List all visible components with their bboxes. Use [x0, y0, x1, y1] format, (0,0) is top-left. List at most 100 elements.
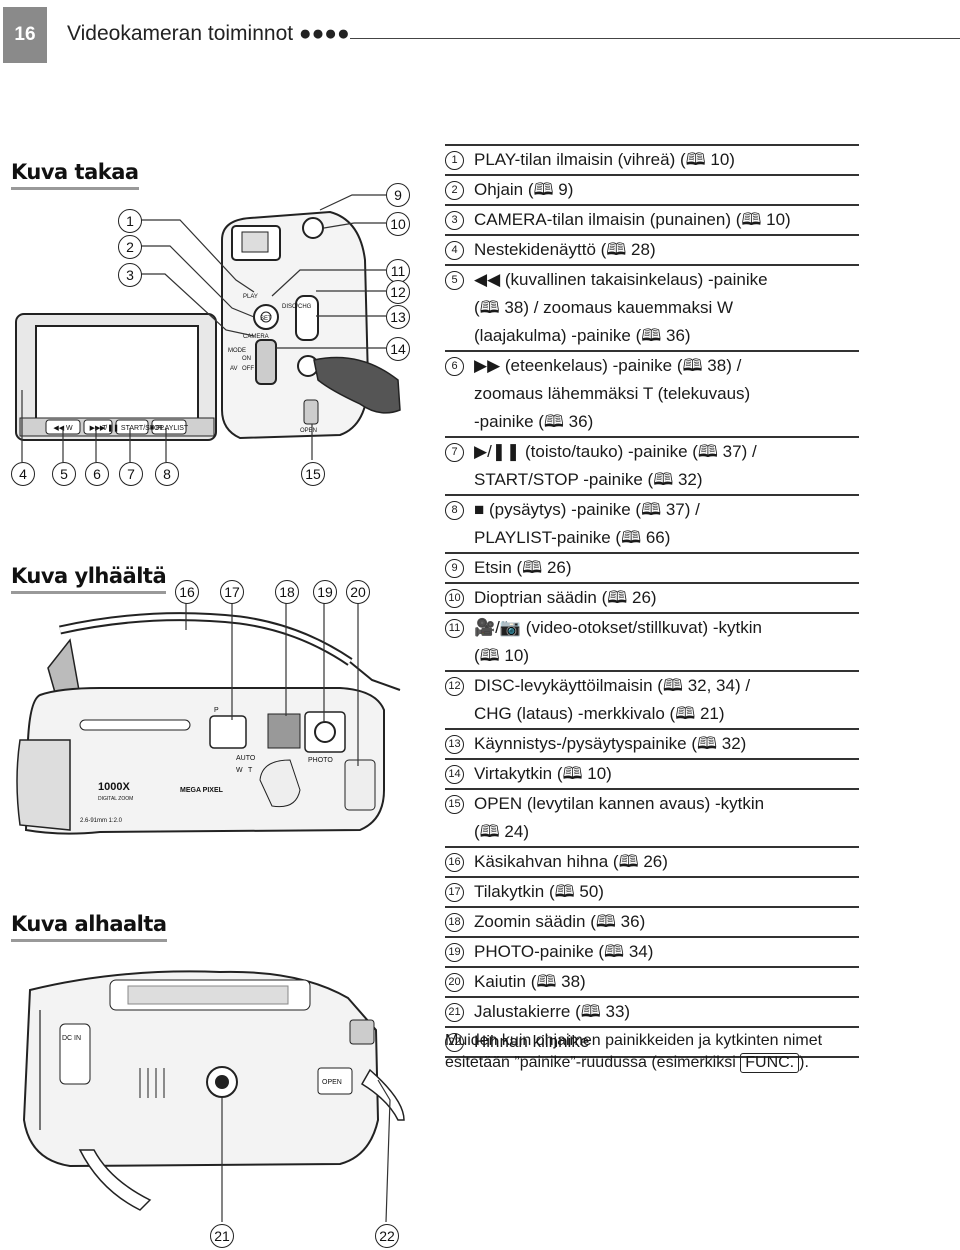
part-number: 16: [445, 853, 464, 872]
callout-19: 19: [313, 580, 337, 604]
callout-17: 17: [220, 580, 244, 604]
view-label-bottom: Kuva alhaalta: [11, 912, 167, 942]
part-label: Dioptrian säädin (🕮 26): [474, 588, 657, 607]
callout-2: 2: [118, 235, 142, 259]
part-number: 18: [445, 913, 464, 932]
part-label: (laajakulma) -painike (🕮 36): [474, 326, 691, 345]
part-label: OPEN (levytilan kannen avaus) -kytkin: [474, 794, 765, 813]
callout-15: 15: [301, 462, 325, 486]
callout-7: 7: [119, 462, 143, 486]
view-label-back: Kuva takaa: [11, 160, 139, 190]
label-on: ON: [242, 356, 251, 362]
part-item-continuation: (🕮 24): [445, 818, 859, 848]
part-label: Käynnistys-/pysäytyspainike (🕮 32): [474, 734, 747, 753]
part-label: zoomaus lähemmäksi T (telekuvaus): [474, 384, 751, 403]
part-number: 22: [445, 1033, 464, 1052]
camera-top-illustration: AUTO P W T PHOTO 1000X DIGITAL ZOOM 2.6-…: [16, 602, 401, 835]
label-disc-chg: DISC/CHG: [282, 304, 312, 310]
part-number: 10: [445, 589, 464, 608]
part-item-continuation: (🕮 10): [445, 642, 859, 672]
part-item: 22 Hihnan kiinnike: [445, 1028, 859, 1058]
label-t: T: [248, 767, 253, 774]
callout-1: 1: [118, 209, 142, 233]
callout-5: 5: [52, 462, 76, 486]
part-label: PLAYLIST-painike (🕮 66): [474, 528, 671, 547]
part-label: ■ (pysäytys) -painike (🕮 37) /: [474, 500, 700, 519]
part-label: Hihnan kiinnike: [474, 1032, 590, 1051]
callout-18: 18: [275, 580, 299, 604]
label-digital-zoom: DIGITAL ZOOM: [98, 796, 133, 802]
label-dc-in: DC IN: [62, 1035, 81, 1042]
label-av: AV: [230, 366, 238, 372]
label-lens-spec: 2.6-91mm 1:2.0: [80, 818, 123, 824]
camera-back-illustration: ◀◀ W ▶▶ T ▶/❚❚ START/STOP ■ PLAYLIST PLA…: [15, 194, 401, 462]
part-label: ◀◀ (kuvallinen takaisinkelaus) -painike: [474, 270, 768, 289]
part-item: 6▶▶ (eteenkelaus) -painike (🕮 38) /: [445, 352, 859, 380]
label-w: W: [236, 767, 243, 774]
part-item-continuation: START/STOP -painike (🕮 32): [445, 466, 859, 496]
part-item-continuation: CHG (lataus) -merkkivalo (🕮 21): [445, 700, 859, 730]
part-number: 7: [445, 443, 464, 462]
callout-10: 10: [386, 212, 410, 236]
part-label: (🕮 10): [474, 646, 529, 665]
part-item-continuation: (🕮 38) / zoomaus kauemmaksi W: [445, 294, 859, 322]
part-label: 🎥/📷 (video-otokset/stillkuvat) -kytkin: [474, 618, 762, 637]
label-camera: CAMERA: [243, 334, 269, 340]
part-item-continuation: zoomaus lähemmäksi T (telekuvaus): [445, 380, 859, 408]
callout-16: 16: [175, 580, 199, 604]
footnote-text-end: ).: [799, 1054, 809, 1071]
camera-bottom-illustration: DC IN OPEN: [22, 970, 405, 1223]
part-label: Virtakytkin (🕮 10): [474, 764, 612, 783]
label-1000x: 1000X: [98, 781, 130, 793]
lcd-button-startstop-label: ▶/❚❚ START/STOP: [100, 424, 165, 432]
part-label: CAMERA-tilan ilmaisin (punainen) (🕮 10): [474, 210, 791, 229]
label-mega-pixel: MEGA PIXEL: [180, 787, 224, 794]
part-label: PHOTO-painike (🕮 34): [474, 942, 654, 961]
part-number: 1: [445, 151, 464, 170]
callout-21: 21: [210, 1224, 234, 1248]
callout-14: 14: [386, 337, 410, 361]
part-number: 13: [445, 735, 464, 754]
part-number: 6: [445, 357, 464, 376]
chapter-title: Videokameran toiminnot ●●●●: [67, 22, 350, 45]
func-button-example: FUNC.: [740, 1053, 800, 1073]
part-item-continuation: -painike (🕮 36): [445, 408, 859, 438]
page-number-tab: 16: [3, 7, 47, 63]
part-number: 9: [445, 559, 464, 578]
part-item: 8 ■ (pysäytys) -painike (🕮 37) /: [445, 496, 859, 524]
label-play: PLAY: [243, 294, 258, 300]
lcd-button-playlist-label: ■ PLAYLIST: [150, 425, 189, 432]
part-number: 21: [445, 1003, 464, 1022]
part-item-continuation: (laajakulma) -painike (🕮 36): [445, 322, 859, 352]
part-label: (🕮 24): [474, 822, 529, 841]
label-off: OFF: [242, 366, 254, 372]
callout-3: 3: [118, 263, 142, 287]
view-label-top: Kuva ylhäältä: [11, 564, 167, 594]
callout-4: 4: [11, 462, 35, 486]
part-label: DISC-levykäyttöilmaisin (🕮 32, 34) /: [474, 676, 751, 695]
part-item: 21 Jalustakierre (🕮 33): [445, 998, 859, 1028]
part-label: Jalustakierre (🕮 33): [474, 1002, 631, 1021]
callout-11: 11: [386, 259, 410, 283]
callout-20: 20: [346, 580, 370, 604]
part-number: 2: [445, 181, 464, 200]
part-label: Kaiutin (🕮 38): [474, 972, 586, 991]
part-label: CHG (lataus) -merkkivalo (🕮 21): [474, 704, 725, 723]
part-item: 10 Dioptrian säädin (🕮 26): [445, 584, 859, 614]
label-auto: AUTO: [236, 755, 256, 762]
part-number: 17: [445, 883, 464, 902]
part-number: 8: [445, 501, 464, 520]
label-p: P: [214, 707, 219, 714]
callout-8: 8: [155, 462, 179, 486]
part-item: 11🎥/📷 (video-otokset/stillkuvat) -kytkin: [445, 614, 859, 642]
part-number: 3: [445, 211, 464, 230]
part-item: 5◀◀ (kuvallinen takaisinkelaus) -painike: [445, 266, 859, 294]
